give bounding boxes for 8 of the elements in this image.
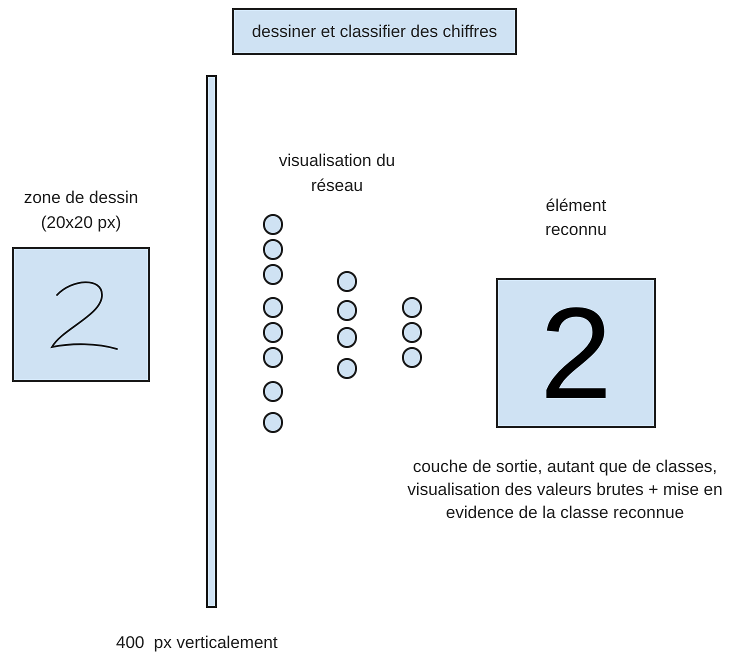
heading-text: élément reconnu — [544, 195, 608, 241]
caption-text: 400 px verticalement — [116, 632, 278, 654]
recognized-digit: 2 — [540, 288, 612, 418]
section-label: visualisation du réseau — [278, 150, 396, 197]
description-text: couche de sortie, autant que de classes, visualisation des valeurs brutes + mise en evidence de la classe reconnue — [406, 456, 724, 524]
vertical-bar — [206, 75, 217, 608]
heading-text: zone de dessin (20x20 px) — [22, 187, 140, 234]
title-box: dessiner et classifier des chiffres — [232, 8, 517, 55]
